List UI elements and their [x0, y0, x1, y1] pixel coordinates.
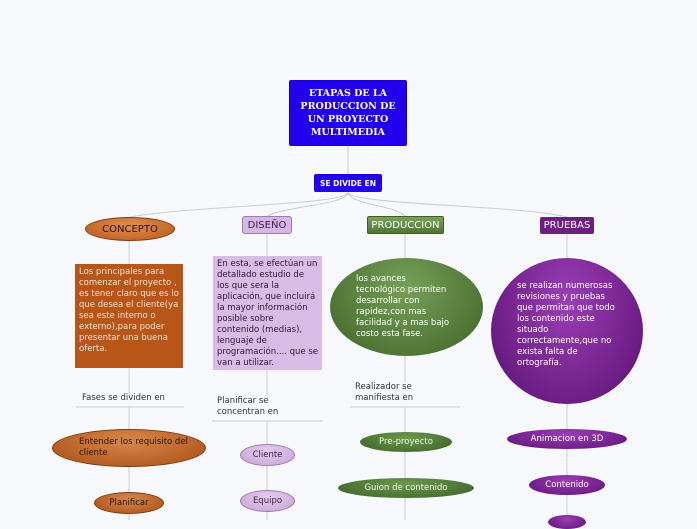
produccion-item-preproyecto[interactable]: Pre-proyecto — [360, 432, 452, 452]
diseno-sub-label[interactable]: Planificar se concentran en — [217, 396, 279, 417]
produccion-description[interactable]: los avances tecnológico permiten desarro… — [330, 258, 483, 356]
diseno-item-equipo[interactable]: Equipo — [240, 490, 295, 512]
divide-to-pruebas-link — [347, 191, 568, 218]
concepto-node[interactable]: CONCEPTO — [85, 217, 175, 241]
divide-to-concepto-link — [129, 191, 349, 218]
root-node[interactable]: ETAPAS DE LA PRODUCCION DE UN PROYECTO M… — [289, 80, 407, 146]
pruebas-node[interactable]: PRUEBAS — [540, 217, 594, 234]
concepto-sub-label[interactable]: Fases se dividen en — [82, 393, 165, 403]
concepto-item-entender[interactable]: Entender los requisito del cliente — [52, 429, 206, 467]
concepto-description[interactable]: Los principales para comenzar el proyect… — [75, 264, 183, 368]
divide-connector[interactable]: SE DIVIDE EN — [314, 174, 382, 192]
concepto-item-planificar[interactable]: Planificar — [94, 492, 164, 514]
diseno-item-cliente[interactable]: Cliente — [240, 444, 295, 466]
pruebas-item-animacion[interactable]: Animacion en 3D — [507, 429, 627, 449]
pruebas-item-contenido[interactable]: Contenido — [529, 475, 605, 495]
pruebas-description[interactable]: se realizan numerosas revisiones y prueb… — [491, 258, 643, 404]
diseno-node[interactable]: DISEÑO — [242, 216, 292, 234]
divide-to-diseno-link — [266, 191, 349, 217]
produccion-item-guion[interactable]: Guion de contenido — [338, 478, 474, 498]
diseno-description[interactable]: En esta, se efectúan un detallado estudi… — [213, 256, 322, 370]
pruebas-item-partial[interactable] — [548, 515, 586, 529]
divide-to-produccion-link — [347, 191, 406, 217]
produccion-node[interactable]: PRODUCCION — [367, 216, 444, 234]
produccion-sub-label[interactable]: Realizador se manifiesta en — [355, 382, 414, 403]
